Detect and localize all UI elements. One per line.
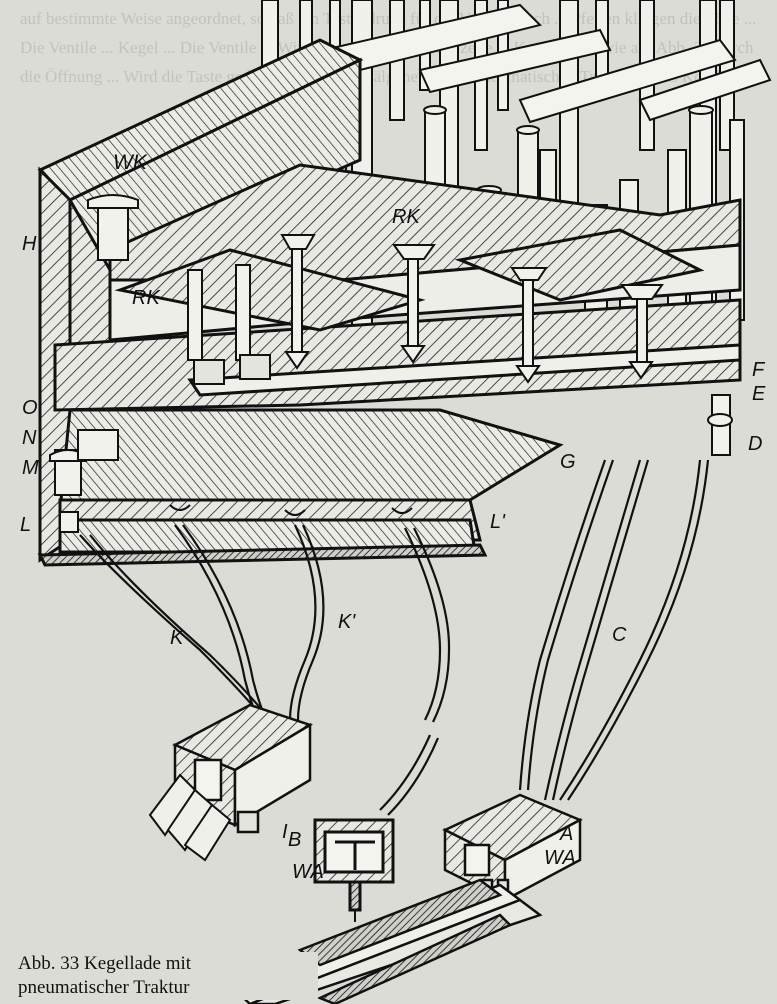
label-f: F bbox=[752, 359, 765, 381]
label-i: I bbox=[282, 821, 288, 843]
label-k-prime: K' bbox=[338, 611, 356, 633]
label-m: M bbox=[22, 457, 39, 479]
label-a: A bbox=[560, 823, 574, 845]
pneumatic-tubes bbox=[79, 459, 710, 816]
label-l: L bbox=[20, 514, 32, 536]
windchest-case bbox=[37, 38, 742, 567]
label-k: K bbox=[170, 627, 184, 649]
figure-caption: Abb. 33 Kegellade mit pneumatischer Trak… bbox=[18, 952, 318, 1000]
label-c: C bbox=[612, 624, 627, 646]
cone-valves bbox=[49, 194, 733, 533]
label-n: N bbox=[22, 427, 37, 449]
valve-box-center bbox=[313, 818, 395, 922]
label-rk-right: RK bbox=[392, 206, 420, 228]
label-wa-center: WA bbox=[292, 861, 324, 883]
relay-box-left bbox=[172, 703, 313, 834]
label-g: G bbox=[560, 451, 576, 473]
label-d: D bbox=[748, 433, 763, 455]
key-fragment-left bbox=[148, 773, 232, 862]
label-h: H bbox=[22, 233, 37, 255]
caption-line-2: pneumatischer Traktur bbox=[18, 977, 190, 998]
label-o: O bbox=[22, 397, 38, 419]
label-wk: WK bbox=[113, 151, 147, 174]
label-b: B bbox=[288, 829, 302, 851]
caption-line-1: Abb. 33 Kegellade mit bbox=[18, 953, 192, 974]
label-l-prime: L' bbox=[490, 511, 505, 533]
label-rk-left: RK bbox=[132, 287, 160, 309]
label-wa-right: WA bbox=[544, 847, 576, 869]
label-e: E bbox=[752, 383, 766, 405]
